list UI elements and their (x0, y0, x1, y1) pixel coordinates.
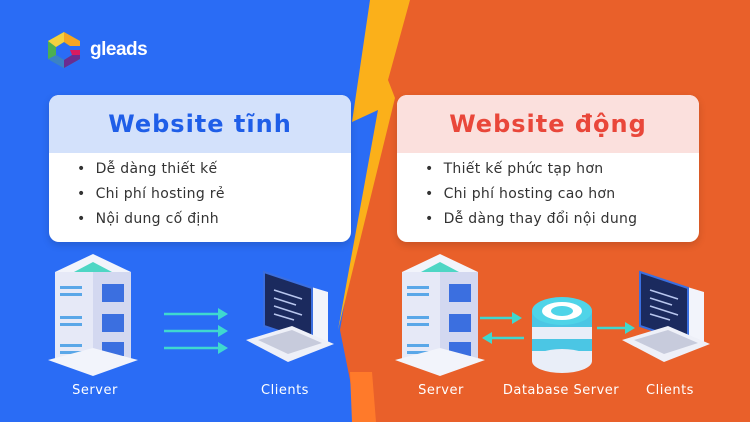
static-title: Website tĩnh (49, 95, 351, 153)
gleads-logo-icon (48, 32, 80, 68)
server-icon (48, 254, 138, 376)
data-flow-arrows (164, 308, 228, 354)
server-icon (395, 254, 485, 376)
list-item: Thiết kế phức tạp hơn (425, 157, 699, 182)
database-server-label: Database Server (502, 383, 620, 398)
database-server-icon (532, 297, 592, 373)
dynamic-clients-label: Clients (646, 383, 694, 398)
list-item: Chi phí hosting cao hơn (425, 182, 699, 207)
dynamic-website-card: Website động Thiết kế phức tạp hơn Chi p… (397, 95, 699, 242)
dynamic-features: Thiết kế phức tạp hơn Chi phí hosting ca… (397, 153, 699, 232)
dynamic-title: Website động (397, 95, 699, 153)
static-server-label: Server (72, 383, 118, 398)
static-website-card: Website tĩnh Dễ dàng thiết kế Chi phí ho… (49, 95, 351, 242)
dynamic-server-label: Server (418, 383, 464, 398)
brand-logo: gleads (44, 30, 148, 70)
brand-name: gleads (90, 39, 148, 60)
list-item: Chi phí hosting rẻ (77, 182, 351, 207)
database-client-arrow (597, 322, 635, 334)
static-clients-label: Clients (261, 383, 309, 398)
static-features: Dễ dàng thiết kế Chi phí hosting rẻ Nội … (49, 153, 351, 232)
laptop-client-icon (246, 270, 334, 362)
server-database-arrows (480, 312, 524, 344)
lightning-bolt (338, 0, 410, 330)
list-item: Dễ dàng thiết kế (77, 157, 351, 182)
list-item: Dễ dàng thay đổi nội dung (425, 207, 699, 232)
list-item: Nội dung cố định (77, 207, 351, 232)
laptop-client-icon (622, 270, 710, 362)
